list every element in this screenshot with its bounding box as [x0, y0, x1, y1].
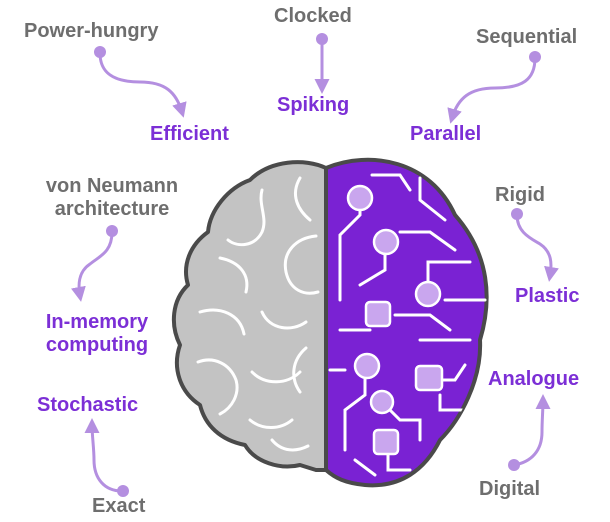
label-sequential: Sequential	[476, 26, 578, 48]
label-rigid: Rigid	[495, 184, 545, 206]
label-spiking: Spiking	[277, 94, 350, 116]
arrow-sequential-to-parallel	[447, 56, 537, 124]
arrow-exact-to-stochastic	[84, 418, 124, 493]
brain-right-hemisphere	[324, 157, 489, 488]
circuit-nodes	[346, 184, 444, 456]
label-digital: Digital	[479, 478, 541, 500]
label-exact: Exact	[92, 495, 146, 517]
brain-folds	[196, 176, 320, 452]
label-in-memory-line1: In-memory	[45, 311, 149, 333]
brain-icon	[171, 157, 489, 488]
label-von-neumann-line1: von Neumann	[45, 175, 179, 197]
brain-left-hemisphere	[171, 160, 328, 472]
label-plastic: Plastic	[515, 285, 580, 307]
label-efficient: Efficient	[150, 123, 229, 145]
arrows	[71, 38, 559, 493]
arrow-vonneumann-to-inmemory	[71, 230, 114, 302]
label-in-memory: In-memory computing	[18, 311, 176, 357]
label-power-hungry: Power-hungry	[24, 20, 159, 42]
arrow-tail-dots	[94, 33, 541, 497]
arrow-digital-to-analogue	[512, 394, 551, 467]
arrow-rigid-to-plastic	[515, 213, 559, 282]
label-parallel: Parallel	[410, 123, 482, 145]
label-analogue: Analogue	[488, 368, 580, 390]
label-stochastic: Stochastic	[37, 394, 139, 416]
label-von-neumann-line2: architecture	[54, 198, 170, 220]
label-in-memory-line2: computing	[45, 334, 149, 356]
label-clocked: Clocked	[274, 5, 352, 27]
label-von-neumann: von Neumann architecture	[20, 175, 204, 221]
arrow-power-to-efficient	[98, 51, 187, 118]
